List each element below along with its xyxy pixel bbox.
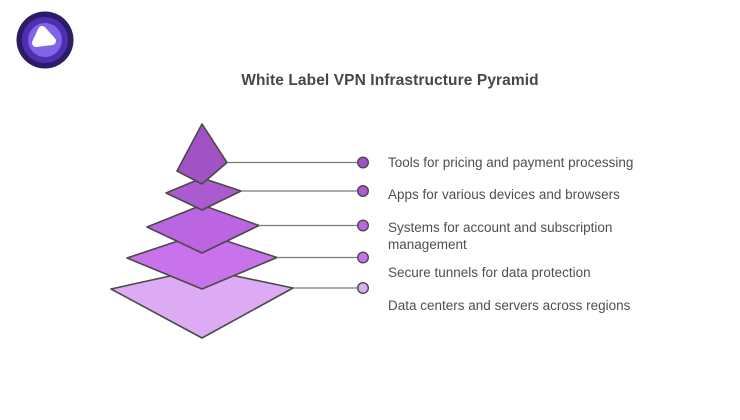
brand-logo — [16, 11, 74, 69]
pyramid-level-3 — [146, 204, 260, 254]
pyramid-level-1 — [176, 123, 228, 185]
pyramid-level-5 — [110, 268, 294, 339]
pyramid-level-4 — [126, 232, 278, 290]
logo-play-glyph-icon — [32, 26, 56, 47]
level-label-5: Data centers and servers across regions — [388, 298, 631, 313]
pyramid-level-2 — [165, 177, 242, 211]
level-label-3: Systems for account and subscription man… — [388, 220, 613, 252]
connector-dot-4 — [357, 251, 370, 264]
level-label-4: Secure tunnels for data protection — [388, 265, 591, 280]
level-label-2: Apps for various devices and browsers — [388, 187, 620, 202]
connector-dot-3 — [357, 219, 370, 232]
connector-dot-1 — [357, 156, 370, 169]
page-title: White Label VPN Infrastructure Pyramid — [241, 72, 539, 89]
connector-dot-5 — [357, 282, 370, 295]
connector-dot-2 — [357, 184, 370, 197]
level-label-1: Tools for pricing and payment processing — [388, 155, 634, 170]
